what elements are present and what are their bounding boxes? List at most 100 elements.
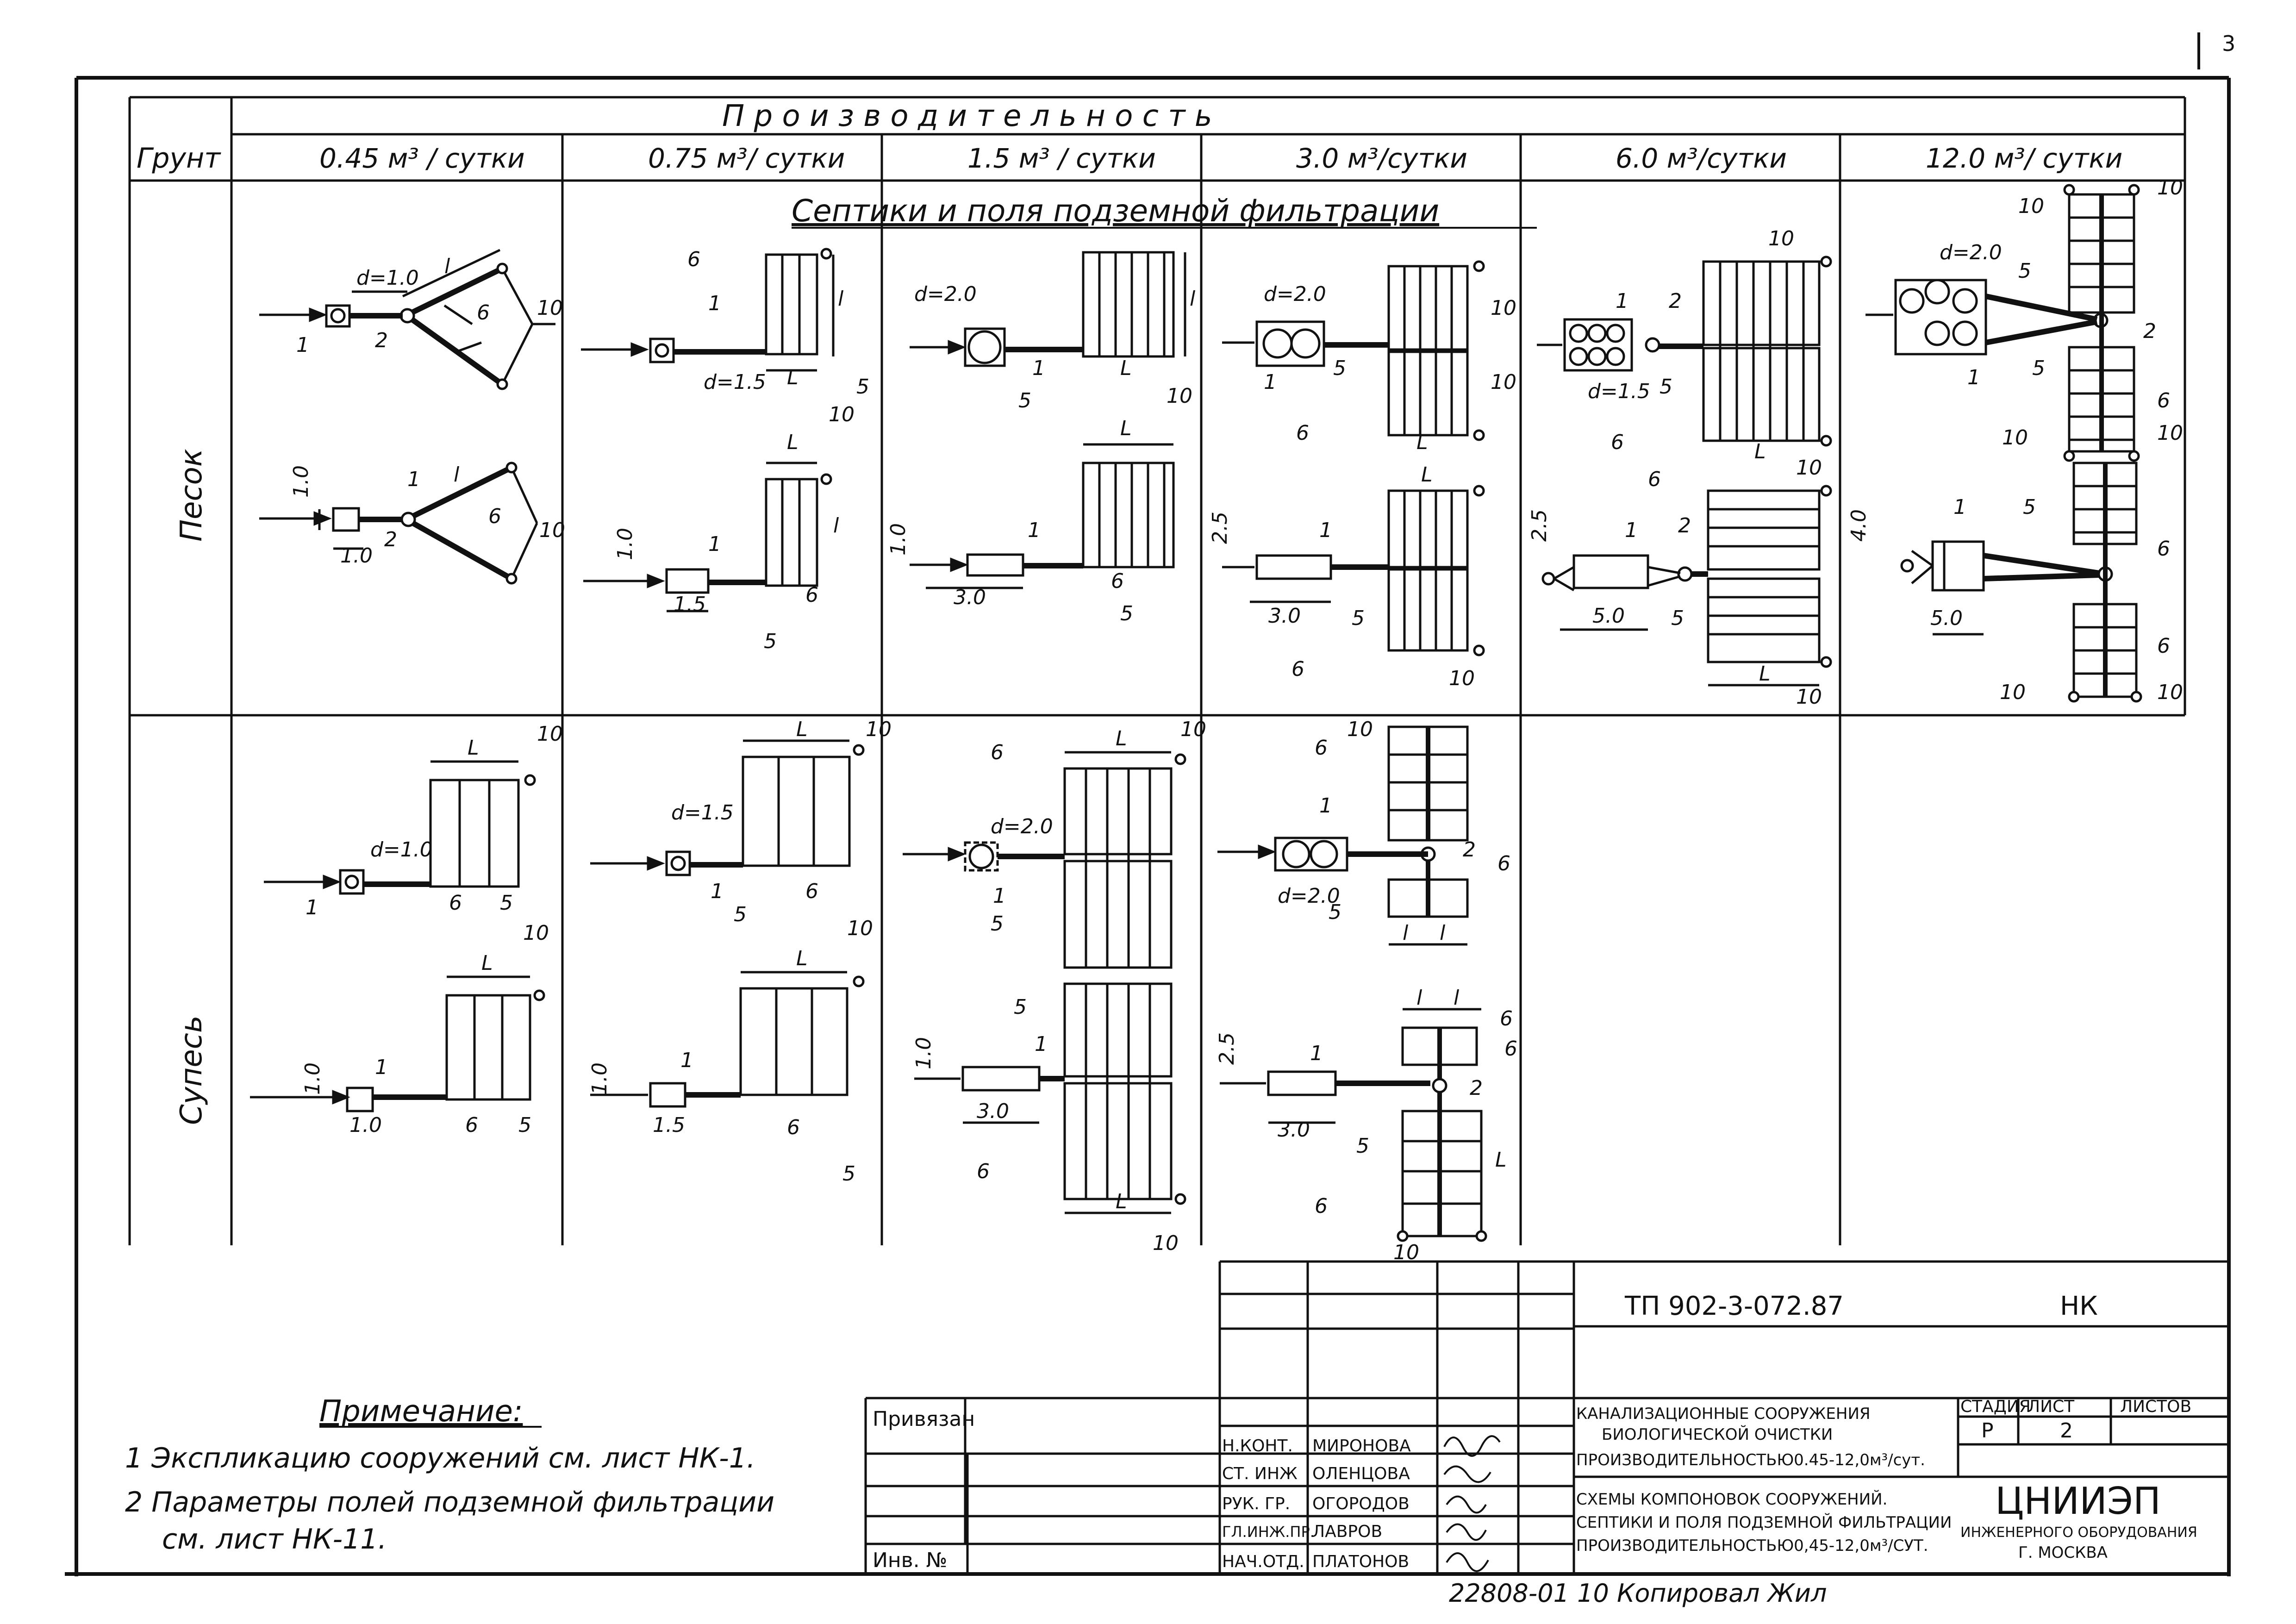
label-10-5: 10	[1167, 384, 1192, 408]
label-6-8: 6	[1292, 657, 1304, 681]
label-6-4: 6	[805, 583, 818, 607]
diagram-sand-60-b	[1541, 485, 1832, 687]
label-L-r2c: L	[796, 718, 808, 741]
diagram-sand-15-b	[910, 443, 1175, 589]
diagram-sand-120	[1866, 184, 2142, 703]
label-6-10: 6	[1648, 468, 1661, 491]
stage-value: Р	[1981, 1419, 1994, 1443]
note-1: 1 Экспликацию сооружений см. лист НК-1.	[125, 1442, 755, 1474]
label-5-6: 5	[1120, 602, 1133, 625]
label-5-r2c: 5	[734, 903, 747, 926]
label-5-5: 5	[1018, 389, 1031, 412]
label-10-r2b: 10	[523, 921, 549, 945]
role-0: Н.КОНТ.	[1222, 1437, 1293, 1455]
label-10-4: 10	[829, 403, 855, 426]
diagram-sandy-075-a	[590, 739, 865, 876]
label-6-r2c: 6	[805, 880, 818, 903]
label-e-4: l	[833, 514, 839, 537]
label-L-4: L	[787, 431, 799, 454]
label-L-r2e: L	[1116, 727, 1127, 750]
label-l-r2h2: l	[1454, 986, 1460, 1010]
diagram-sandy-15-b	[914, 982, 1186, 1214]
label-1-4: 1	[708, 532, 721, 556]
diagram-sand-045-b	[259, 462, 538, 585]
label-s10-r2d: 1.0	[588, 1062, 611, 1095]
footer-stamp: 22808-01 10 Копировал Жил	[1449, 1579, 1827, 1608]
label-d20-7: d=2.0	[1264, 282, 1326, 306]
label-10-9b: 10	[1796, 456, 1822, 480]
label-1-r2b: 1	[375, 1056, 388, 1079]
label-1-r2f: 1	[1035, 1032, 1048, 1056]
label-L-9: L	[1754, 440, 1766, 463]
label-6-r2h: 6	[1500, 1007, 1513, 1031]
label-1-5: 1	[1032, 356, 1045, 380]
sheet-title-0: СХЕМЫ КОМПОНОВОК СООРУЖЕНИЙ.	[1576, 1490, 1887, 1509]
role-2: РУК. ГР.	[1222, 1494, 1290, 1513]
label-6-r2f: 6	[977, 1160, 990, 1183]
org-sub-2: Г. МОСКВА	[2018, 1543, 2108, 1562]
label-5-r2e: 5	[991, 912, 1004, 936]
page-number: 3	[2222, 31, 2235, 56]
label-1-8: 1	[1319, 518, 1332, 542]
label-L-5: L	[1120, 356, 1132, 380]
label-10-11f: 10	[2157, 681, 2183, 704]
name-1: ОЛЕНЦОВА	[1312, 1464, 1410, 1483]
label-L-3: L	[787, 366, 799, 389]
label-L-10: L	[1759, 662, 1771, 686]
label-6-2: 6	[488, 505, 501, 528]
label-s25-8: 2.5	[1208, 512, 1232, 544]
diagram-sand-075-a	[581, 248, 835, 372]
label-s10-4: 1.0	[613, 528, 637, 560]
soil-header: Грунт	[137, 142, 221, 175]
label-1-2: 1	[407, 468, 420, 491]
org-name: ЦНИИЭП	[1995, 1480, 2161, 1523]
label-d10-r2: d=1.0	[370, 838, 433, 862]
label-s30-6: 3.0	[954, 586, 986, 609]
label-e-5: l	[1190, 287, 1196, 311]
label-10-2: 10	[539, 518, 565, 542]
label-1-r2e: 1	[993, 884, 1006, 908]
label-e-3: l	[838, 287, 844, 311]
label-2-r2h: 2	[1470, 1076, 1483, 1100]
label-2-11: 2	[2143, 319, 2156, 343]
label-10-10: 10	[1796, 685, 1822, 709]
label-10-8: 10	[1449, 667, 1475, 690]
diagram-sand-30-a	[1222, 260, 1485, 441]
label-6-r2b: 6	[465, 1113, 478, 1137]
title-block	[864, 1260, 2229, 1574]
project-title-0: КАНАЛИЗАЦИОННЫЕ СООРУЖЕНИЯ	[1576, 1405, 1871, 1423]
label-6-r2a: 6	[449, 891, 462, 915]
label-d20-11: d=2.0	[1940, 241, 2002, 264]
label-6-11: 6	[2157, 389, 2170, 412]
diagram-sandy-045-b	[250, 975, 545, 1112]
label-5-9: 5	[1660, 375, 1672, 399]
label-6-11d: 6	[2157, 634, 2170, 658]
label-s50-11: 5.0	[1930, 606, 1963, 630]
label-L-r2d: L	[796, 947, 808, 970]
label-6-r2d: 6	[787, 1116, 800, 1139]
name-2: ОГОРОДОВ	[1312, 1494, 1410, 1513]
label-s10-r2f: 1.0	[912, 1037, 936, 1069]
diagram-sandy-30-a	[1217, 725, 1469, 946]
label-5-4: 5	[764, 630, 777, 653]
label-5-11b: 5	[2032, 356, 2045, 380]
label-1-7: 1	[1264, 370, 1277, 394]
label-6-9: 6	[1611, 431, 1624, 454]
label-s50-10: 5.0	[1592, 604, 1625, 628]
name-4: ПЛАТОНОВ	[1312, 1552, 1409, 1571]
label-l-r2g2: l	[1440, 921, 1446, 945]
label-6-r2h2: 6	[1504, 1037, 1517, 1061]
label-s30-8: 3.0	[1268, 604, 1301, 628]
label-6-1: 6	[477, 301, 490, 325]
label-6-r2g2: 6	[1497, 852, 1510, 875]
row-label-sandy-loam: Супесь	[175, 1015, 209, 1125]
label-10-r2a: 10	[537, 722, 563, 746]
label-1-3: 1	[708, 292, 721, 315]
label-s25-10: 2.5	[1528, 509, 1551, 542]
stage-header: СТАДИЯ	[1960, 1397, 2031, 1416]
label-5-11: 5	[2018, 259, 2031, 283]
label-10-9: 10	[1768, 227, 1794, 250]
role-3: ГЛ.ИНЖ.ПР.	[1222, 1523, 1315, 1541]
privyazan-label: Привязан	[873, 1407, 975, 1431]
label-10-r2f: 10	[1153, 1231, 1179, 1255]
